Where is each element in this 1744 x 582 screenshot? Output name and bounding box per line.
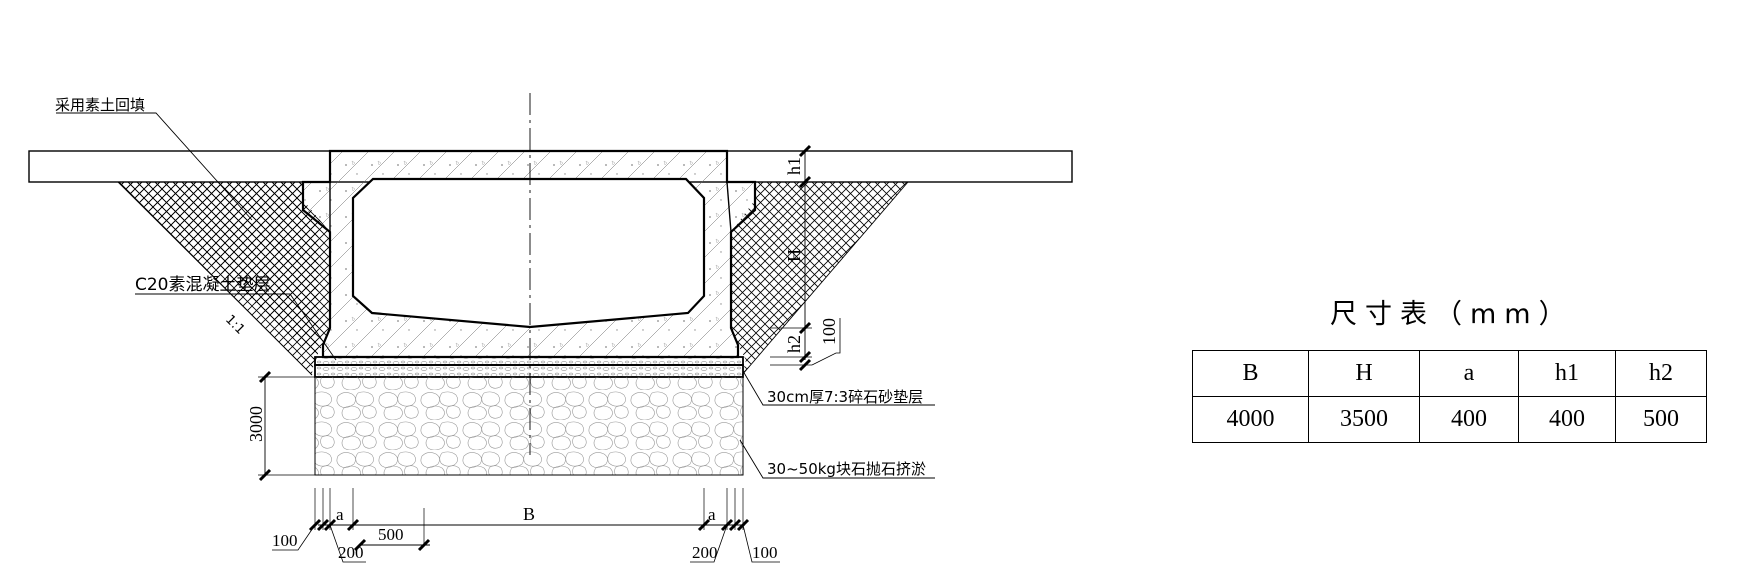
dim-a-left: a bbox=[336, 505, 344, 524]
table-header-cell: B bbox=[1192, 350, 1309, 397]
leader-c20 bbox=[135, 293, 337, 361]
dim-200-left: 200 bbox=[338, 543, 364, 562]
dim-B: B bbox=[523, 504, 535, 524]
gravel-cushion-layer bbox=[314, 364, 744, 378]
backfill-left-region bbox=[118, 182, 330, 375]
dim-H: H bbox=[784, 249, 804, 262]
label-backfill: 采用素土回填 bbox=[55, 96, 145, 114]
label-c20-layer: C20素混凝土垫层 bbox=[135, 275, 271, 295]
slope-line-left bbox=[117, 181, 313, 376]
table-header-cell: H bbox=[1308, 350, 1420, 397]
dim-a-right: a bbox=[708, 505, 716, 524]
table-cell: 400 bbox=[1518, 396, 1616, 443]
table-cell: 4000 bbox=[1192, 396, 1309, 443]
table-header-cell: h1 bbox=[1518, 350, 1616, 397]
table-cell: 400 bbox=[1419, 396, 1519, 443]
riprap-layer bbox=[314, 376, 744, 476]
table-header-row: B H a h1 h2 bbox=[1192, 350, 1707, 397]
dim-h1: h1 bbox=[784, 157, 804, 175]
label-gravel-layer: 30cm厚7:3碎石砂垫层 bbox=[767, 388, 923, 406]
dim-500: 500 bbox=[378, 525, 404, 544]
leader-gravel bbox=[742, 370, 935, 406]
c20-cushion-layer bbox=[314, 356, 744, 366]
table-cell: 3500 bbox=[1308, 396, 1420, 443]
dim-h2: h2 bbox=[784, 335, 804, 353]
dim-3000: 3000 bbox=[246, 406, 266, 442]
table-header-cell: a bbox=[1419, 350, 1519, 397]
label-slope: 1:1 bbox=[222, 312, 247, 337]
table-cell: 500 bbox=[1615, 396, 1707, 443]
table-row: 4000 3500 400 400 500 bbox=[1192, 396, 1707, 443]
label-riprap: 30~50kg块石抛石挤淤 bbox=[767, 460, 926, 478]
dim-100-bottom-right: 100 bbox=[752, 543, 778, 562]
leader-riprap bbox=[739, 439, 935, 479]
dim-100-right: 100 bbox=[819, 318, 839, 345]
table-header-cell: h2 bbox=[1615, 350, 1707, 397]
dimension-table-title: 尺寸表（mm） bbox=[1330, 299, 1574, 330]
dim-200-right: 200 bbox=[692, 543, 718, 562]
backfill-right-region bbox=[731, 182, 908, 375]
dimension-table: B H a h1 h2 4000 3500 400 400 500 bbox=[1192, 350, 1707, 443]
slope-line-right bbox=[741, 181, 909, 376]
leader-backfill bbox=[56, 112, 253, 221]
culvert-opening bbox=[351, 177, 706, 329]
dim-100-left: 100 bbox=[272, 531, 298, 550]
